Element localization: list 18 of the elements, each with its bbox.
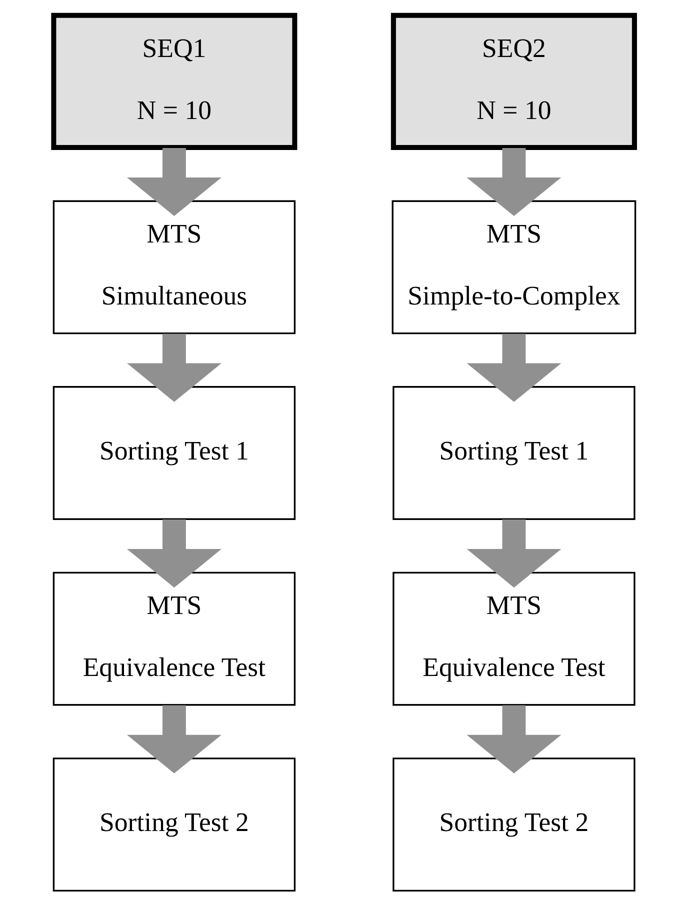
arrow xyxy=(466,520,561,588)
arrow xyxy=(126,520,221,588)
arrow xyxy=(126,148,221,216)
node-box: Sorting Test 2 xyxy=(392,758,635,892)
arrow xyxy=(466,705,561,774)
node-box: SEQ2 N = 10 xyxy=(390,12,636,150)
node-box: MTS Equivalence Test xyxy=(52,572,296,706)
arrow xyxy=(126,334,221,402)
node-box: SEQ1 N = 10 xyxy=(50,12,297,150)
node-box: Sorting Test 1 xyxy=(392,386,635,520)
node-box: Sorting Test 2 xyxy=(52,758,296,892)
arrow xyxy=(126,705,221,774)
arrow xyxy=(466,148,561,216)
node-box: MTS Simple-to-Complex xyxy=(391,200,636,334)
node-box: MTS Equivalence Test xyxy=(392,572,635,706)
arrow xyxy=(466,334,561,402)
node-box: MTS Simultaneous xyxy=(52,200,296,334)
node-box: Sorting Test 1 xyxy=(52,386,296,520)
